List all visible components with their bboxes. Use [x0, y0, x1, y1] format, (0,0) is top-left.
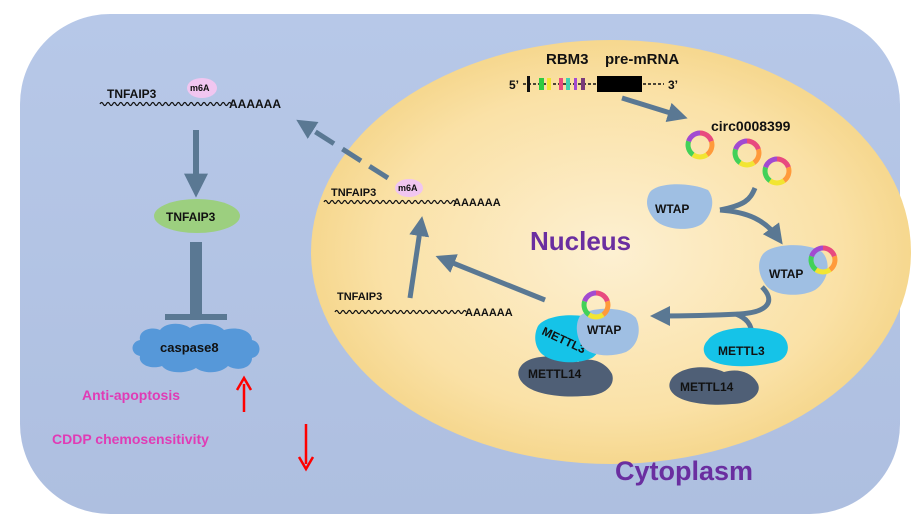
- circ-label: circ0008399: [711, 118, 791, 134]
- mettl14-label: METTL14: [680, 380, 734, 394]
- three-prime-label: 3’: [668, 78, 678, 92]
- premrna-label: pre-mRNA: [605, 51, 679, 68]
- mrna-strand: [99, 101, 232, 107]
- polya-label: AAAAAA: [465, 307, 513, 319]
- m6a-label: m6A: [398, 183, 418, 193]
- tnfaip3-protein-label: TNFAIP3: [166, 210, 216, 224]
- polya-label: AAAAAA: [453, 197, 501, 209]
- mrna-strand: [323, 199, 456, 205]
- wtap-protein: [576, 308, 639, 356]
- mrna-strand: [334, 309, 467, 315]
- methylation-arrow: [435, 254, 546, 303]
- anti-apoptosis-label: Anti-apoptosis: [82, 387, 180, 403]
- mettl14-protein: [518, 356, 613, 397]
- mettl3-protein: [703, 327, 788, 367]
- five-prime-label: 5’: [509, 78, 519, 92]
- mettl14-label: METTL14: [528, 367, 582, 381]
- rbm3-label: RBM3: [546, 51, 589, 68]
- export-arrow: [296, 119, 390, 181]
- cddp-chemosensitivity-label: CDDP chemosensitivity: [52, 431, 209, 447]
- tnfaip3-mrna-label: TNFAIP3: [337, 291, 382, 303]
- wtap-label: WTAP: [769, 267, 803, 281]
- cytoplasm-label: Cytoplasm: [615, 456, 753, 486]
- m6a-mark: [187, 78, 217, 98]
- caspase8-label: caspase8: [160, 340, 219, 355]
- mettl14-protein: [669, 367, 759, 405]
- m6a-label: m6A: [190, 83, 210, 93]
- splicing-arrow: [621, 95, 688, 122]
- wtap-label: WTAP: [655, 202, 689, 216]
- premrna-gene-structure: [523, 76, 664, 92]
- wtap-protein: [647, 184, 713, 229]
- merge-arrow: [719, 207, 783, 245]
- up-arrow-icon: [235, 375, 253, 412]
- wtap-label: WTAP: [587, 323, 621, 337]
- modification-arrow: [407, 216, 430, 299]
- mettl3-label: METTL3: [718, 344, 765, 358]
- tnfaip3-protein: [154, 199, 240, 233]
- tnfaip3-mrna-label: TNFAIP3: [331, 187, 376, 199]
- m6a-mark: [395, 179, 423, 197]
- down-arrow-icon: [297, 424, 315, 472]
- tnfaip3-mrna-label: TNFAIP3: [107, 87, 157, 101]
- polya-label: AAAAAA: [229, 97, 281, 111]
- nucleus-label: Nucleus: [530, 226, 631, 256]
- caspase8-protein: [132, 323, 260, 373]
